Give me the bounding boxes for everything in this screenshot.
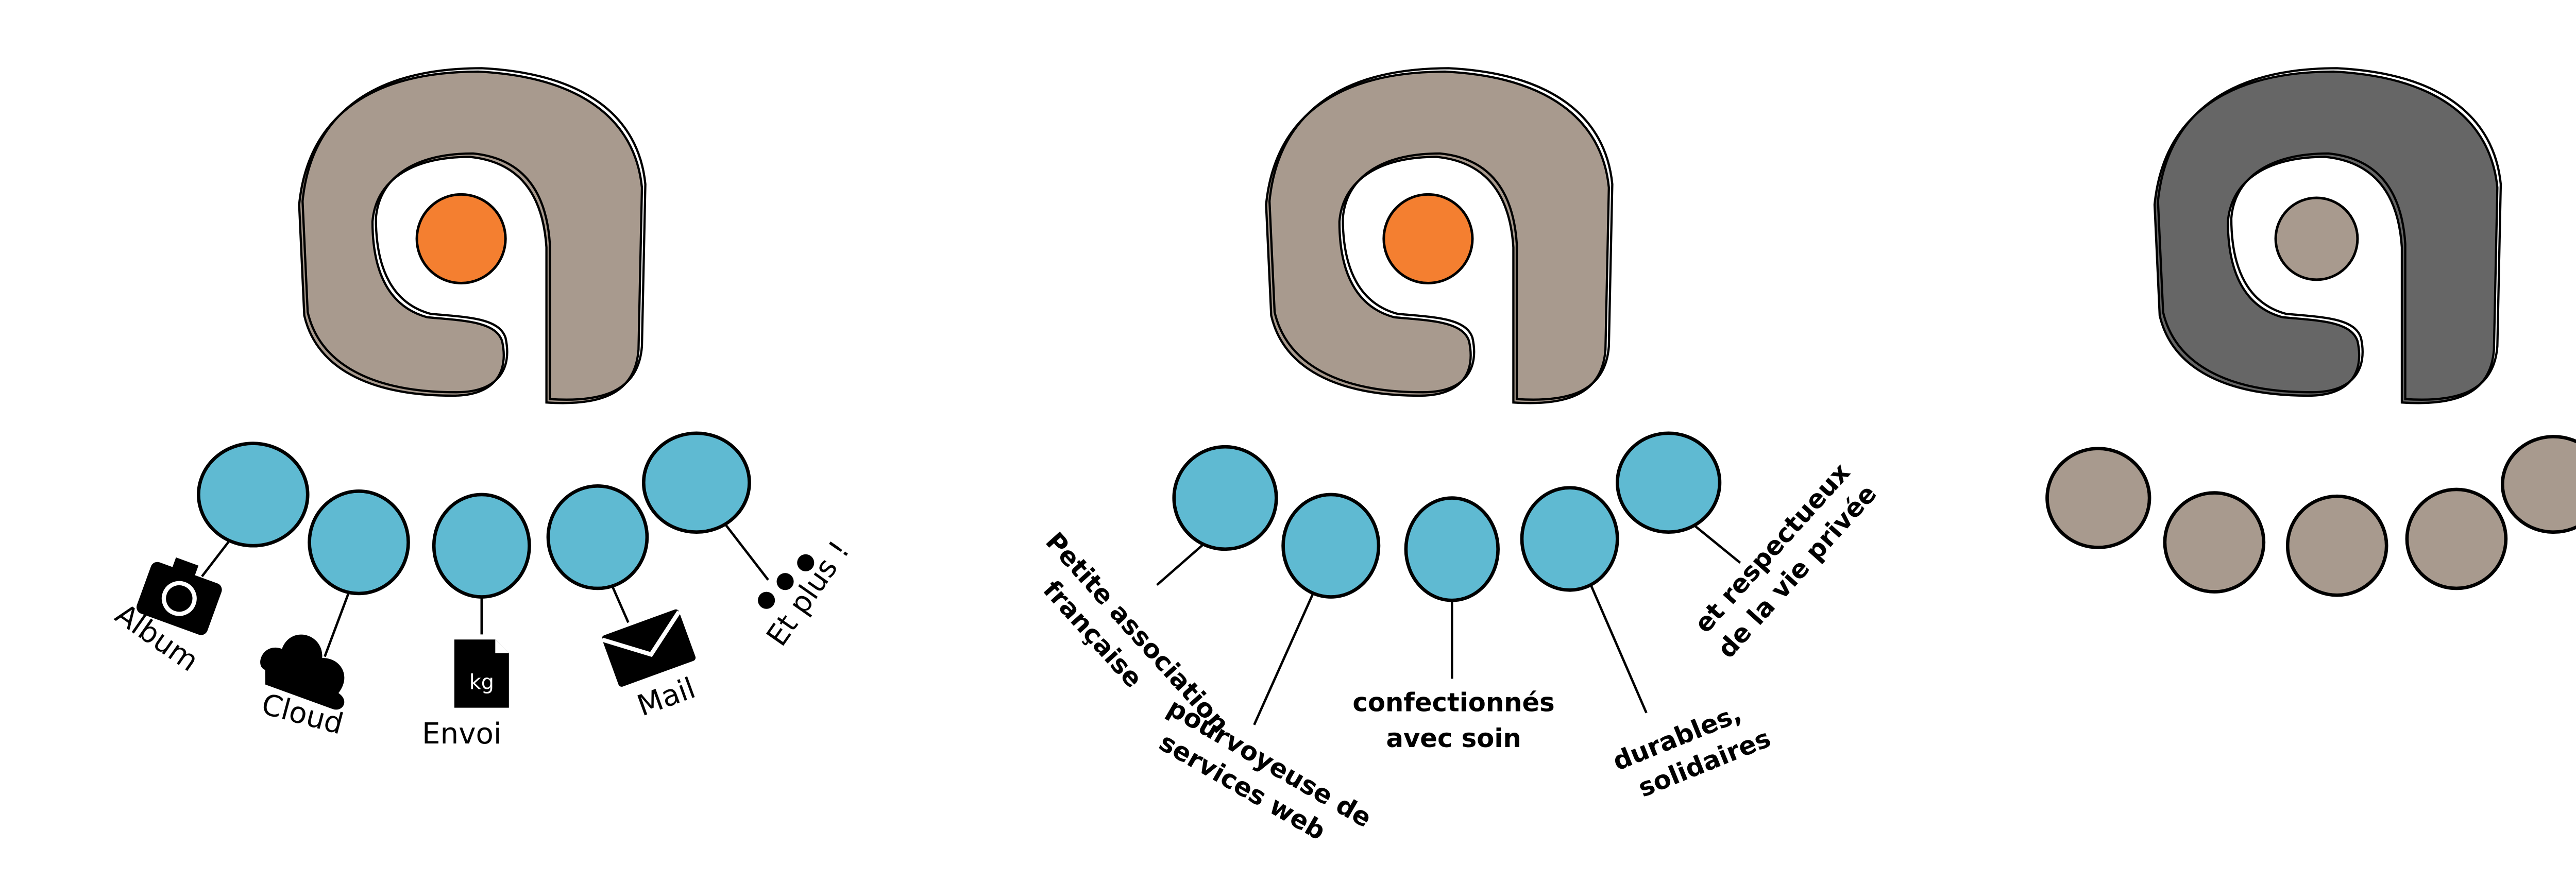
svg-text:confectionnés: confectionnés (1352, 687, 1554, 717)
logo-panel-values (1266, 68, 1612, 403)
bubble (2045, 447, 2151, 549)
service-bubbles: kg Album Cloud Envoi Mail Et plus ! (109, 431, 856, 751)
bubble-vie-privee (1616, 431, 1722, 534)
bubble-envoi (432, 493, 531, 599)
label-soin: confectionnés avec soin (1352, 687, 1554, 753)
envelope-icon (601, 609, 696, 687)
svg-text:Petite association: Petite association (1040, 527, 1235, 739)
bubble-mail (546, 484, 649, 590)
bubble (2405, 487, 2508, 590)
bubble-soin (1404, 496, 1500, 602)
label-durables: durables, solidaires (1608, 698, 1775, 803)
logo-dot (415, 193, 507, 284)
bubble (2501, 435, 2576, 534)
bubble-services (1281, 493, 1381, 599)
bubble (2285, 494, 2388, 597)
svg-text:avec soin: avec soin (1386, 723, 1521, 753)
logo-dot (1382, 193, 1474, 284)
bubble (2163, 491, 2266, 594)
bubble-album (197, 442, 310, 548)
file-icon: kg (454, 639, 509, 708)
dots-icon (758, 554, 815, 609)
svg-text:kg: kg (469, 670, 494, 694)
logo-panel-services (299, 68, 646, 403)
cloud-icon (260, 634, 345, 710)
camera-icon (137, 557, 222, 635)
value-bubbles: Petite association française pourvoyeuse… (1037, 431, 1883, 847)
logo-panel-neutral (2155, 68, 2501, 403)
label-envoi: Envoi (422, 717, 502, 751)
bubble-more (641, 431, 751, 534)
bubble-cloud (308, 489, 410, 596)
logo-dot (2274, 196, 2359, 281)
label-more: Et plus ! (760, 535, 856, 652)
bubble-durables (1520, 486, 1619, 592)
neutral-bubbles (2045, 435, 2576, 597)
label-services: pourvoyeuse de services web (1154, 692, 1377, 847)
bubble-association (1172, 445, 1278, 551)
